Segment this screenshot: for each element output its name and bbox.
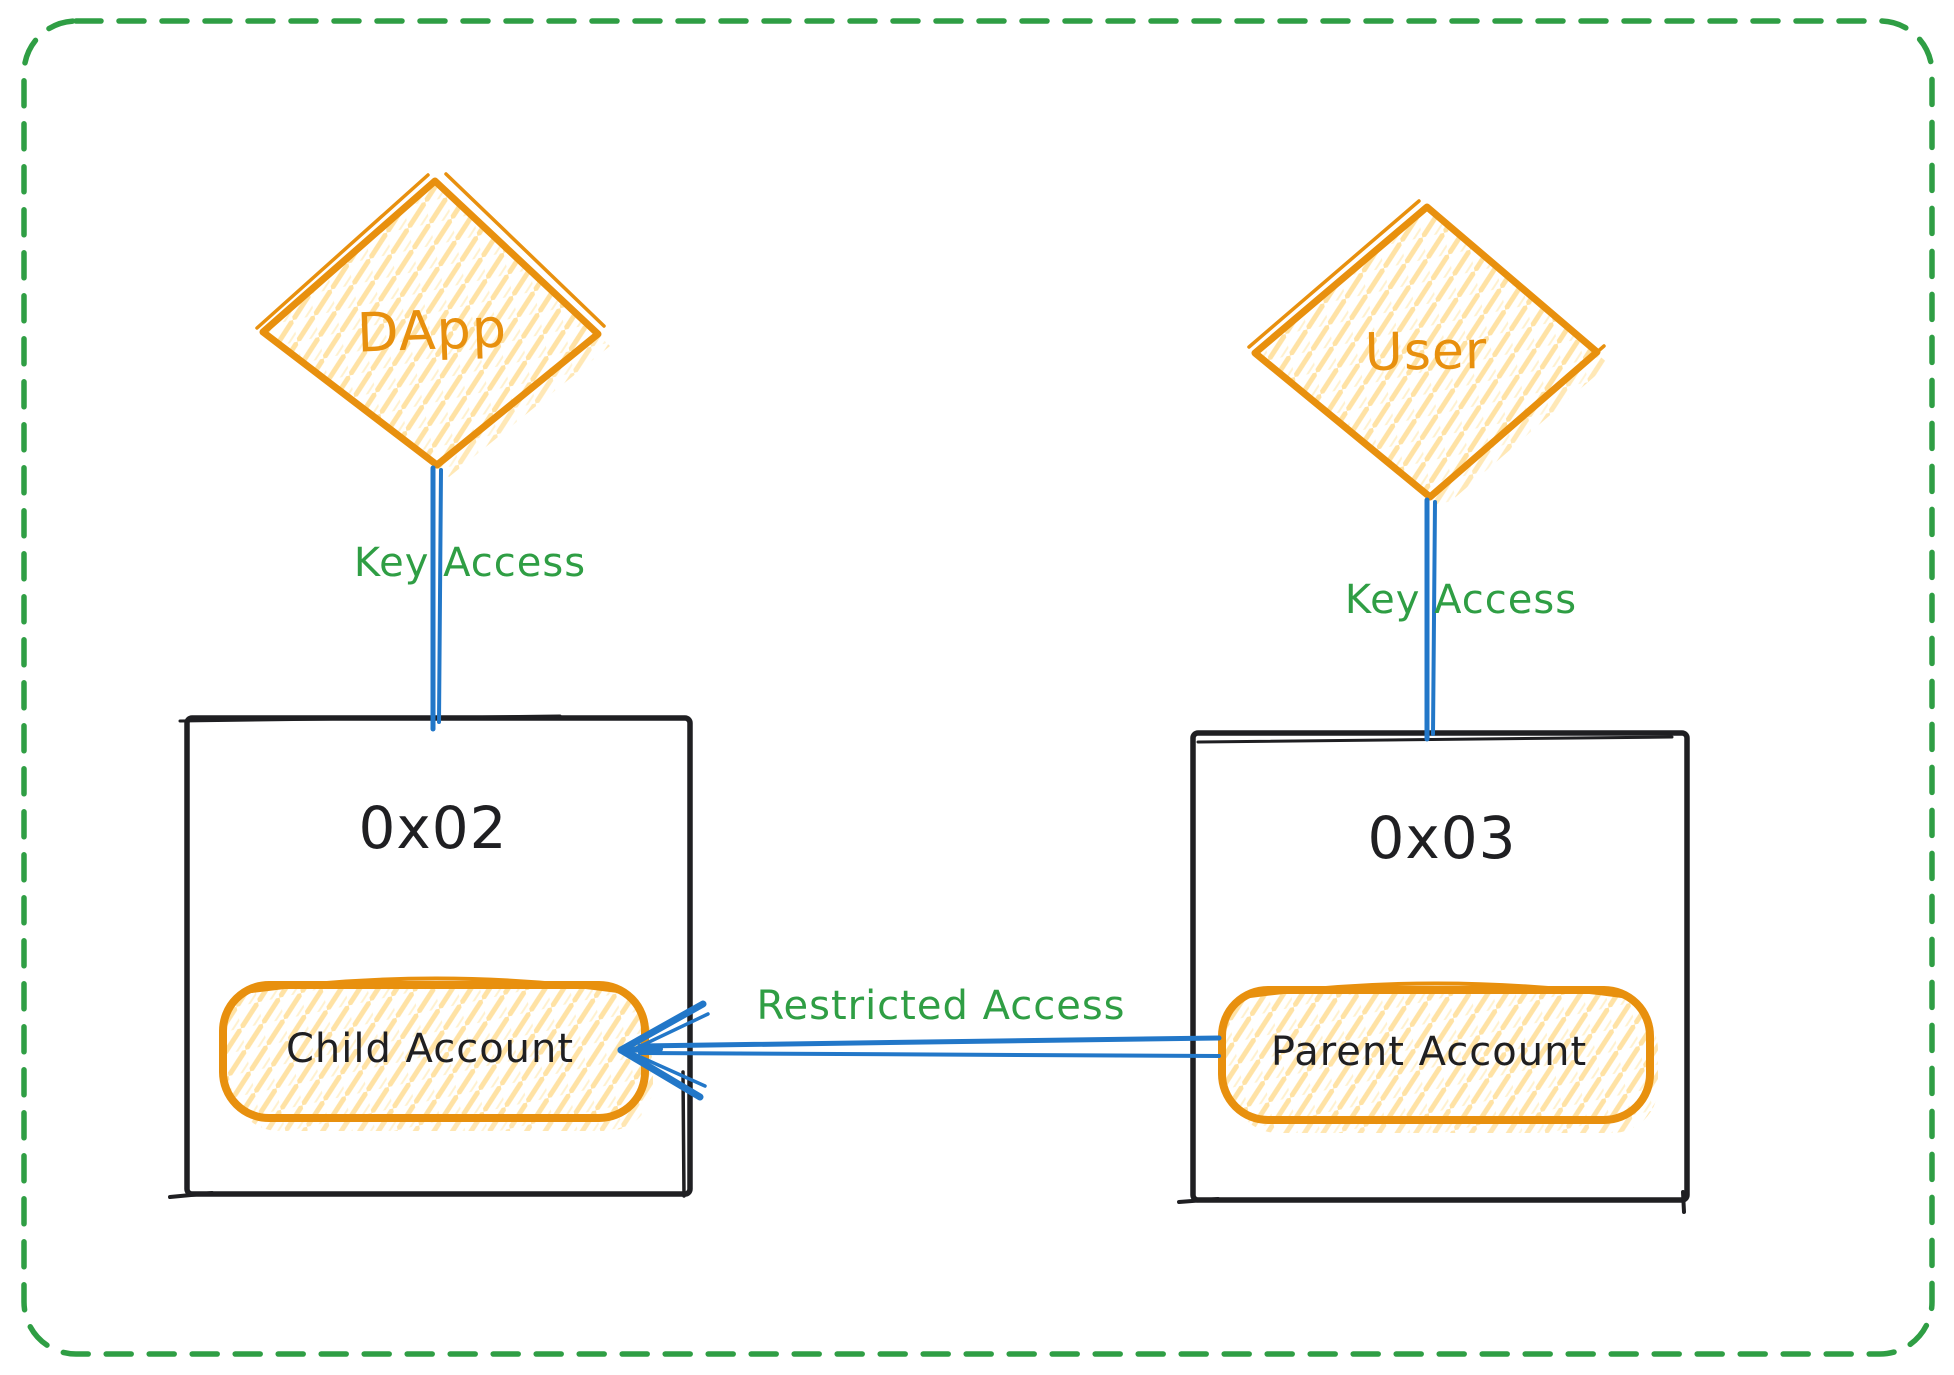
parent-account-pill bbox=[1218, 981, 1658, 1133]
user-key-access-label: Key Access bbox=[1344, 577, 1578, 623]
restricted-access-arrow-shaft bbox=[637, 1035, 1222, 1049]
parent-account-label: Parent Account bbox=[1270, 1029, 1588, 1075]
user-key-access-line-stroke bbox=[1431, 500, 1437, 736]
restricted-access-arrowhead bbox=[625, 1049, 707, 1088]
restricted-access-arrow-shaft bbox=[638, 1051, 1221, 1058]
dapp-diamond-sketch-stroke bbox=[444, 172, 606, 328]
wallet-0x02-sketch-stroke bbox=[178, 714, 562, 723]
user-diamond bbox=[1247, 199, 1609, 509]
dashed-boundary-frame bbox=[21, 18, 1935, 1357]
dapp-diamond bbox=[255, 172, 610, 477]
user-diamond-sketch-stroke bbox=[1247, 199, 1421, 349]
restricted-access-label: Restricted Access bbox=[756, 983, 1126, 1029]
wallet-0x03-label: 0x03 bbox=[1367, 804, 1517, 872]
restricted-access-arrowhead bbox=[624, 1012, 710, 1055]
wallet-0x02-label: 0x02 bbox=[358, 794, 508, 862]
wallet-0x03-sketch-stroke bbox=[1681, 1190, 1686, 1214]
restricted-access-arrowhead bbox=[617, 1046, 704, 1101]
user-key-access-line bbox=[1424, 497, 1437, 742]
wallet-0x02-sketch-stroke bbox=[168, 1191, 214, 1199]
restricted-access-arrow bbox=[617, 1000, 1222, 1101]
dapp-diamond-sketch-stroke bbox=[255, 173, 430, 330]
wallet-0x02-sketch-stroke bbox=[681, 1070, 686, 1198]
user-diamond-sketch-stroke bbox=[1436, 344, 1606, 493]
dapp-key-access-line bbox=[430, 465, 443, 732]
dapp-diamond-outline bbox=[259, 177, 602, 469]
parent-account-sketch-stroke bbox=[1248, 981, 1624, 998]
child-account-sketch-stroke bbox=[250, 976, 620, 993]
restricted-access-arrowhead bbox=[617, 1000, 707, 1054]
user-label: User bbox=[1364, 320, 1488, 384]
dapp-key-access-label: Key Access bbox=[353, 540, 587, 586]
dapp-key-access-line-stroke bbox=[437, 468, 443, 724]
parent-account-outline bbox=[1218, 986, 1654, 1124]
child-account-label: Child Account bbox=[285, 1026, 575, 1072]
dapp-label: DApp bbox=[355, 296, 509, 365]
wallet-0x03-sketch-stroke bbox=[1196, 735, 1674, 744]
child-account-pill bbox=[219, 976, 653, 1131]
wallet-0x03-sketch-stroke bbox=[1177, 1197, 1220, 1204]
